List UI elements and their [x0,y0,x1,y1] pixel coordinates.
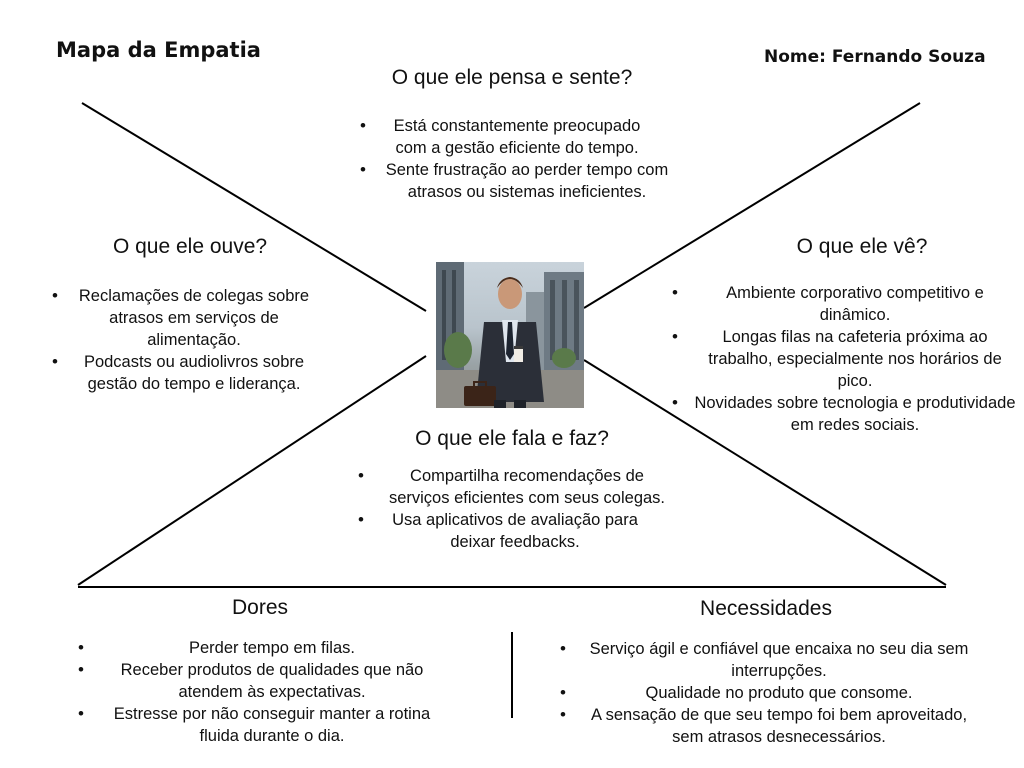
list-item: Longas filas na cafeteria próxima ao tra… [672,326,1016,392]
sees-list: Ambiente corporativo competitivo e dinâm… [672,282,1016,436]
list-item: Perder tempo em filas. [78,637,444,659]
list-item: Estresse por não conseguir manter a roti… [78,703,444,747]
list-item: Está constantemente preocupado com a ges… [360,115,672,159]
thinks-list: Está constantemente preocupado com a ges… [360,115,672,203]
says-list: Compartilha recomendações de serviços ef… [358,465,674,553]
list-item: Reclamações de colegas sobre atrasos em … [52,285,314,351]
list-item: Sente frustração ao perder tempo com atr… [360,159,672,203]
diagonal-bottom-left [77,355,427,586]
list-item: Usa aplicativos de avaliação para deixar… [358,509,674,553]
list-item: Novidades sobre tecnologia e produtivida… [672,392,1016,436]
diagonal-top-left [81,102,427,312]
diagonal-top-right [583,102,921,309]
list-item: A sensação de que seu tempo foi bem apro… [560,704,976,748]
list-item: Podcasts ou audiolivros sobre gestão do … [52,351,314,395]
says-heading: O que ele fala e faz? [415,427,609,450]
needs-heading: Necessidades [700,597,832,620]
diagonal-bottom-right [583,359,947,586]
needs-list: Serviço ágil e confiável que encaixa no … [560,638,976,748]
list-item: Ambiente corporativo competitivo e dinâm… [672,282,1016,326]
hears-list: Reclamações de colegas sobre atrasos em … [52,285,314,395]
pains-list: Perder tempo em filas. Receber produtos … [78,637,444,747]
businessman-illustration-icon [436,262,584,408]
list-item: Compartilha recomendações de serviços ef… [358,465,674,509]
list-item: Receber produtos de qualidades que não a… [78,659,444,703]
persona-photo [436,262,584,408]
thinks-heading: O que ele pensa e sente? [391,66,633,89]
pains-heading: Dores [231,596,289,619]
page-title: Mapa da Empatia [56,38,261,62]
list-item: Qualidade no produto que consome. [560,682,976,704]
persona-name: Nome: Fernando Souza [764,47,986,67]
sees-heading: O que ele vê? [796,235,928,258]
hears-heading: O que ele ouve? [112,235,268,258]
list-item: Serviço ágil e confiável que encaixa no … [560,638,976,682]
